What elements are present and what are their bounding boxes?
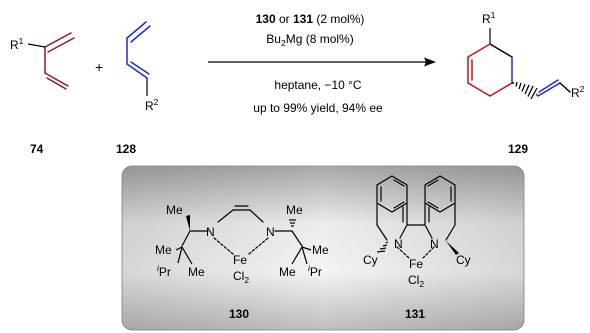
c131-n-left: N	[394, 237, 403, 251]
reaction-arrow	[208, 57, 436, 67]
catalyst-panel	[121, 165, 525, 331]
c130-me-right-mid: Me	[312, 243, 329, 257]
conditions-additive: Bu2Mg (8 mol%)	[266, 32, 353, 48]
c130-ipr-right: iPr	[308, 263, 322, 279]
c130-cl2: Cl2	[233, 269, 249, 285]
c131-label: 131	[405, 307, 425, 321]
reactant-74	[44, 32, 75, 90]
catalyst-130: Me Me N N Me iPr Me Me Me iPr Fe Cl2 130	[155, 203, 329, 321]
c130-fe: Fe	[233, 253, 247, 267]
product-129-stereo-wedge	[512, 81, 538, 100]
c130-me-left-low: Me	[188, 265, 205, 279]
c131-cl2: Cl2	[408, 273, 424, 289]
product-129-label: 129	[508, 142, 528, 156]
conditions-result: up to 99% yield, 94% ee	[253, 101, 383, 115]
c131-fe: Fe	[409, 257, 423, 271]
c130-ipr-left: iPr	[157, 263, 171, 279]
c131-n-right: N	[430, 237, 439, 251]
c131-cy-right: Cy	[456, 253, 471, 267]
reactant-128-r2: R2	[145, 97, 159, 113]
product-129-r1: R1	[482, 10, 496, 26]
plus-sign: +	[95, 59, 103, 75]
c130-me-left-top: Me	[166, 203, 183, 217]
reactant-128	[126, 21, 151, 79]
c130-me-right-low: Me	[279, 265, 296, 279]
conditions-catalyst: 130 or 131 (2 mol%)	[256, 12, 365, 26]
product-129-r2: R2	[571, 84, 585, 100]
catalyst-131: N N Cy Cy Fe Cl2 131	[363, 175, 471, 321]
reactant-74-label: 74	[30, 142, 44, 156]
c131-cy-left: Cy	[363, 253, 378, 267]
c130-n-right: N	[266, 225, 275, 239]
c130-n-left: N	[206, 225, 215, 239]
c130-me-left-mid: Me	[155, 243, 172, 257]
c130-label: 130	[229, 307, 249, 321]
c130-me-right-top: Me	[286, 203, 303, 217]
reactant-128-label: 128	[116, 142, 136, 156]
reactant-74-r1: R1	[10, 36, 24, 52]
conditions-solvent-temp: heptane, −10 °C	[274, 78, 362, 92]
product-129	[467, 43, 571, 97]
